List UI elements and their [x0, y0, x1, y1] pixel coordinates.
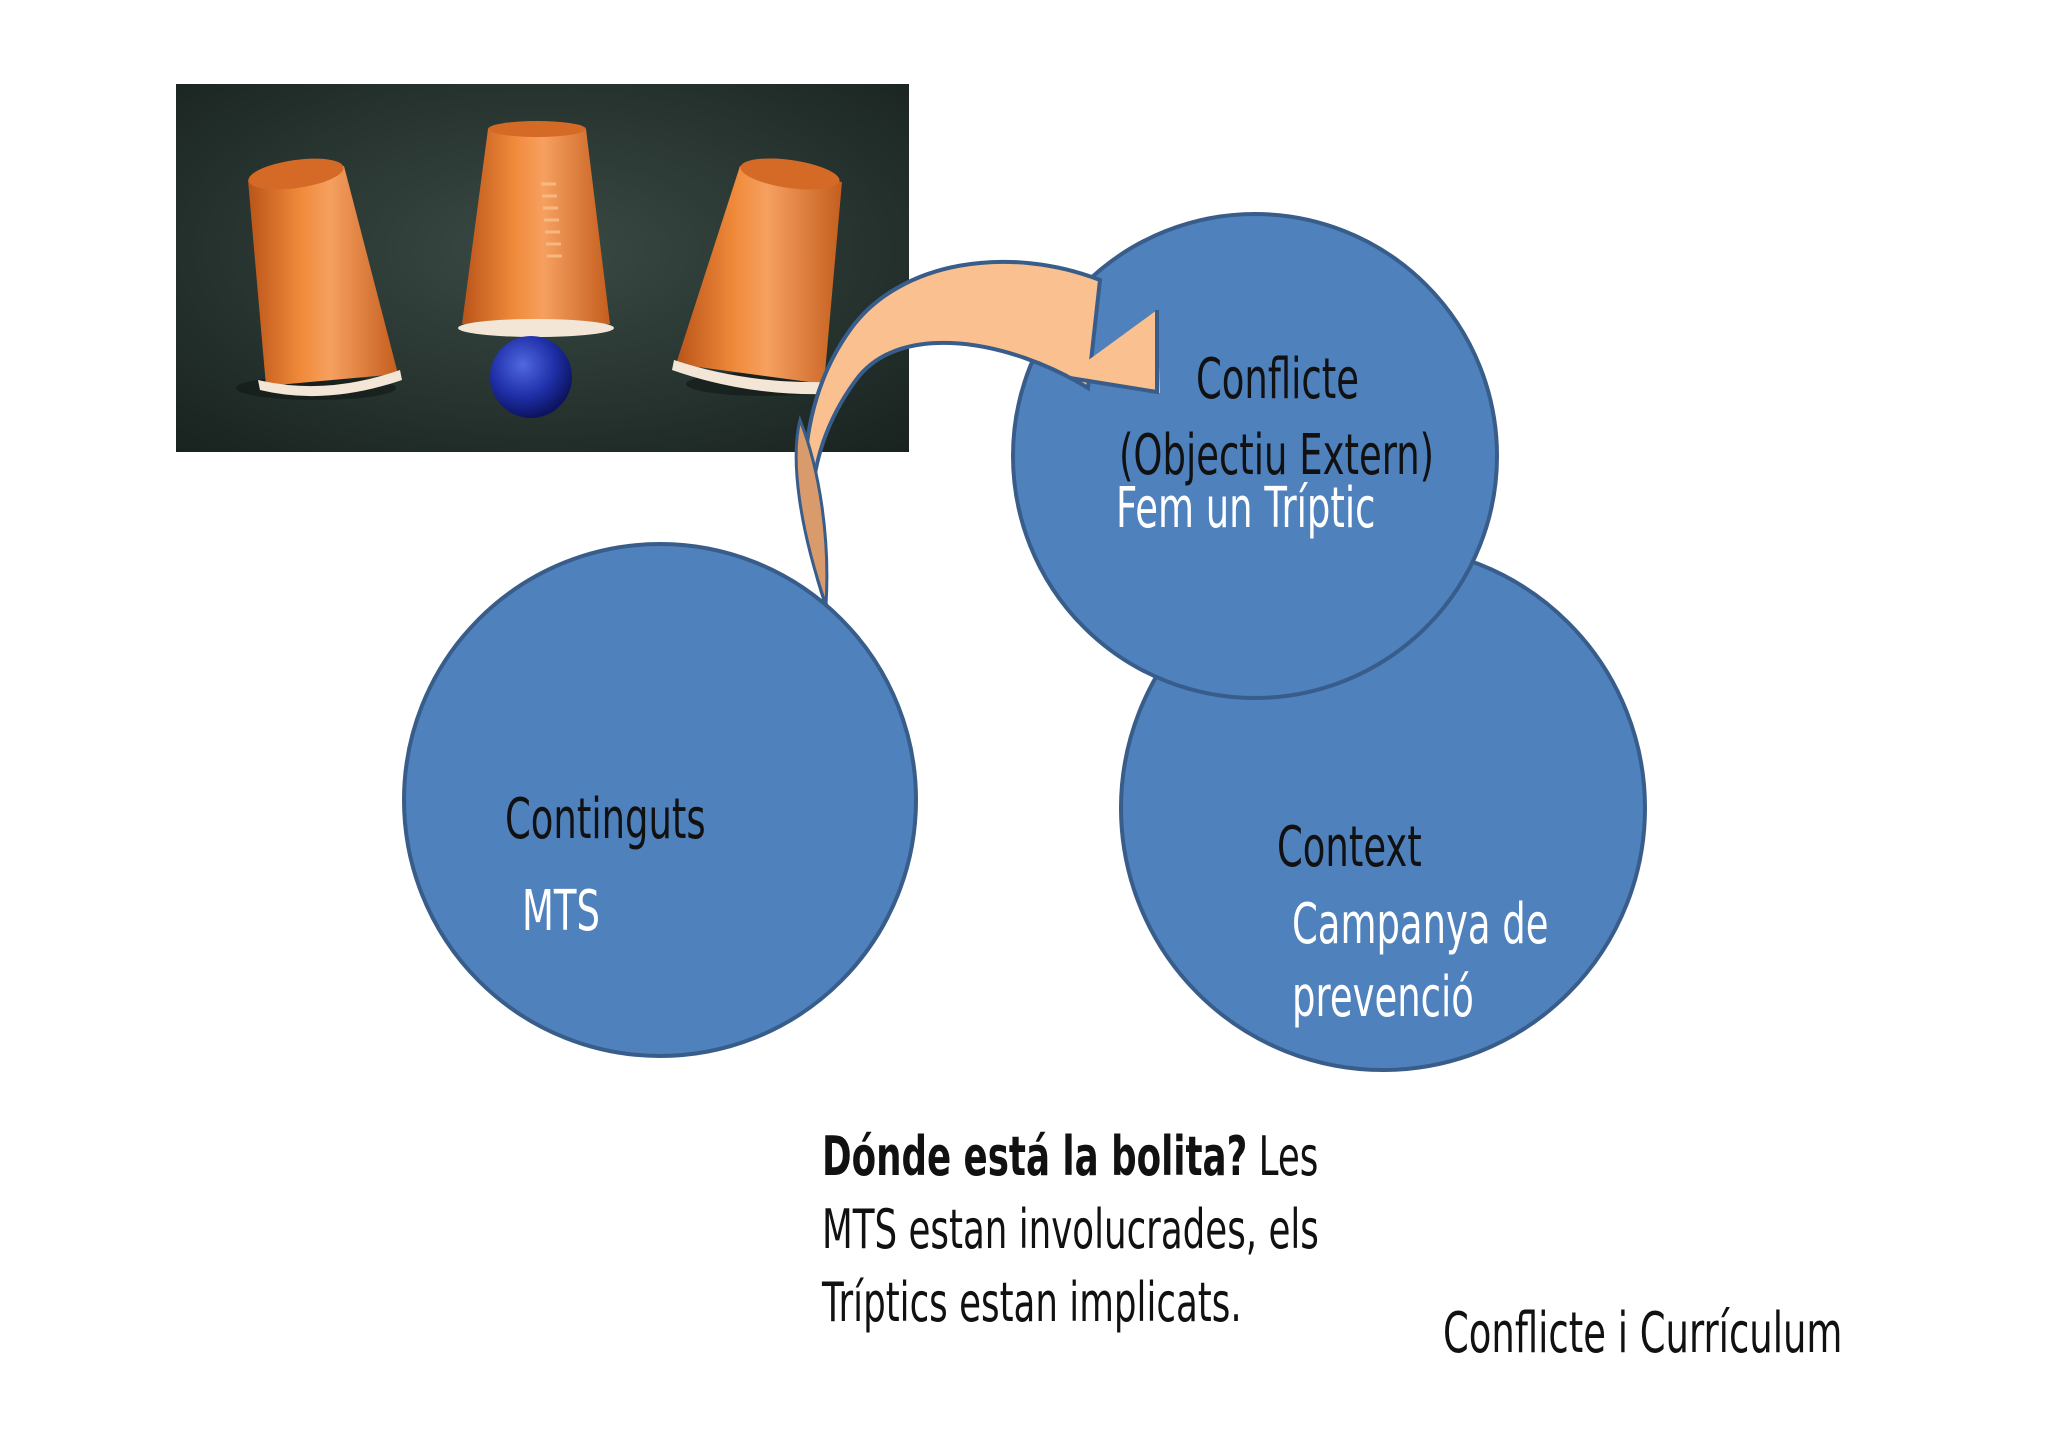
curved-arrow: [794, 259, 1160, 606]
context-title: Context: [1277, 815, 1422, 880]
continguts-title: Continguts: [505, 787, 706, 852]
caption-line1: Dónde está la bolita? Les: [822, 1120, 1319, 1193]
continguts-circle: [402, 542, 918, 1058]
cup-left: [236, 158, 402, 400]
context-detail-line1: Campanya de: [1292, 892, 1549, 957]
caption-line2: MTS estan involucrades, els: [822, 1198, 1319, 1261]
cup-right: [672, 158, 846, 396]
blue-ball: [490, 336, 572, 418]
conflicte-detail: Fem un Tríptic: [1116, 476, 1376, 541]
conflicte-title-line1: Conflicte: [1196, 347, 1359, 412]
caption: Dónde está la bolita? Les MTS estan invo…: [822, 1120, 1319, 1339]
cup-middle: [458, 121, 614, 337]
caption-question: Dónde está la bolita?: [822, 1125, 1248, 1188]
cups-and-ball-photo: [176, 84, 909, 452]
conflicte-title-line2: (Objectiu Extern): [1119, 423, 1435, 488]
continguts-detail: MTS: [522, 879, 600, 944]
caption-line3: Tríptics estan implicats.: [822, 1271, 1242, 1334]
slide-footer-title: Conflicte i Currículum: [1443, 1301, 1843, 1366]
caption-line1-rest: Les: [1247, 1125, 1319, 1188]
context-detail-line2: prevenció: [1292, 965, 1474, 1030]
